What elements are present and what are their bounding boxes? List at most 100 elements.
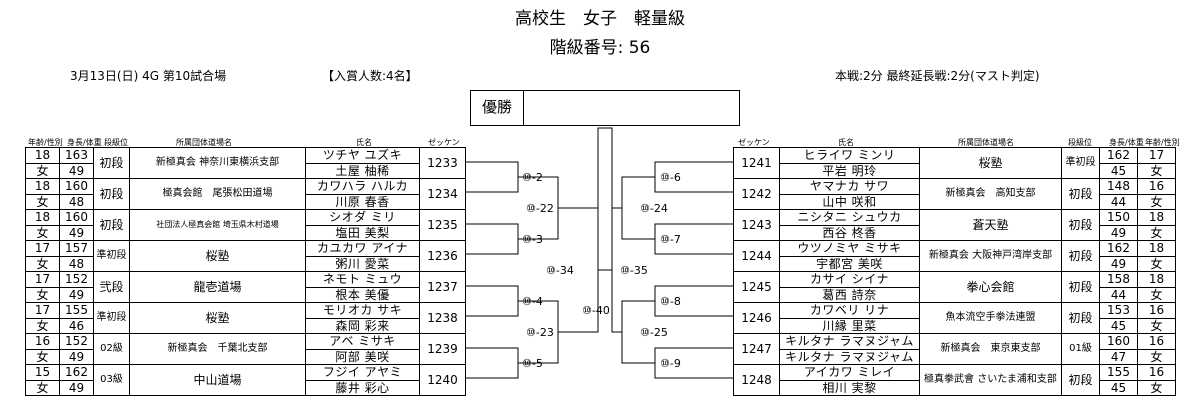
competitor-age: 16 [25,333,60,350]
competitor-rank: 初段 [93,147,130,179]
match-rules: 本戦:2分 最終延長戦:2分(マスト判定) [835,69,1040,83]
competitor-sex: 女 [1137,379,1176,396]
competitor-zekken: 1240 [419,364,466,396]
competitor-zekken: 1245 [733,271,780,303]
champion-box: 優勝 [470,90,740,126]
competitor-rank: 初段 [1061,240,1100,272]
competitor-name-kanji: 土屋 柚稀 [305,162,420,179]
match-label: ⑩-7 [660,233,681,246]
competitor-zekken: 1239 [419,333,466,365]
match-label: ⑩-40 [582,304,610,317]
competitor-name-kanji: 根本 美優 [305,286,420,303]
match-label: ⑩-22 [526,202,554,215]
date-court: 3月13日(日) 4G 第10試合場 [70,69,227,83]
competitor-zekken: 1238 [419,302,466,334]
competitor-name-kana: カワハラ ハルカ [305,178,420,195]
competitor-zekken: 1235 [419,209,466,241]
competitor-sex: 女 [25,317,60,334]
competitor-zekken: 1237 [419,271,466,303]
match-label: ⑩-5 [522,357,543,370]
competitor-age: 15 [25,364,60,381]
competitor-name-kanji: 川原 春香 [305,193,420,210]
competitor-name-kana: アイカワ ミレイ [779,364,920,381]
competitor-org: 桜塾 [129,302,306,334]
competitor-height: 162 [1099,240,1138,257]
competitor-weight: 49 [59,348,94,365]
competitor-zekken: 1248 [733,364,780,396]
match-label: ⑩-6 [660,171,681,184]
competitor-sex: 女 [25,255,60,272]
competitor-weight: 49 [59,162,94,179]
competitor-sex: 女 [25,348,60,365]
competitor-org: 龍壱道場 [129,271,306,303]
match-label: ⑩-2 [522,171,543,184]
competitor-weight: 49 [59,286,94,303]
competitor-name-kanji: 山中 咲和 [779,193,920,210]
competitor-name-kanji: 阿部 美咲 [305,348,420,365]
match-label: ⑩-4 [522,295,543,308]
competitor-name-kanji: 藤井 彩心 [305,379,420,396]
competitor-rank: 初段 [1061,364,1100,396]
competitor-rank: 初段 [1061,271,1100,303]
competitor-age: 16 [1137,364,1176,381]
match-label: ⑩-25 [640,326,668,339]
col-header-zekken: ゼッケン [428,138,460,147]
col-header-name: 氏名 [356,138,372,147]
champion-label: 優勝 [471,91,524,125]
competitor-zekken: 1242 [733,178,780,210]
competitor-sex: 女 [25,379,60,396]
competitor-name-kana: カユカワ アイナ [305,240,420,257]
col-header-age-sex: 年齢/性別 [28,138,63,147]
competitor-name-kana: ネモト ミュウ [305,271,420,288]
competitor-sex: 女 [1137,224,1176,241]
competitor-org: 桜塾 [919,147,1062,179]
col-header-org: 所属団体道場名 [176,138,232,147]
competitor-zekken: 1236 [419,240,466,272]
competitor-age: 17 [1137,147,1176,164]
col-header-rank: 段級位 [104,138,128,147]
competitor-weight: 47 [1099,348,1138,365]
competitor-height: 160 [1099,333,1138,350]
competitor-zekken: 1234 [419,178,466,210]
competitor-name-kana: ニシタニ シュウカ [779,209,920,226]
competitor-rank: 準初段 [1061,147,1100,179]
class-number: 階級番号: 56 [549,38,651,58]
competitor-height: 157 [59,240,94,257]
match-label: ⑩-35 [620,264,648,277]
page-title: 高校生 女子 軽量級 [515,9,685,29]
competitor-name-kana: ヤマナカ サワ [779,178,920,195]
competitor-org: 新極真会 神奈川東横浜支部 [129,147,306,179]
competitor-name-kanji: 葛西 詩奈 [779,286,920,303]
competitor-rank: 初段 [1061,302,1100,334]
col-header-height-weight: 身長/体重 [67,138,102,147]
match-label: ⑩-9 [660,357,681,370]
match-label: ⑩-3 [522,233,543,246]
competitor-org: 中山道場 [129,364,306,396]
match-label: ⑩-24 [640,202,668,215]
competitor-name-kanji: 森岡 彩来 [305,317,420,334]
winner-count: 【入賞人数:4名】 [322,69,418,83]
competitor-height: 160 [59,209,94,226]
col-header-rank: 段級位 [1068,138,1092,147]
match-label: ⑩-8 [660,295,681,308]
competitor-name-kana: ヒライワ ミンリ [779,147,920,164]
competitor-height: 160 [59,178,94,195]
competitor-name-kanji: 宇都宮 美咲 [779,255,920,272]
